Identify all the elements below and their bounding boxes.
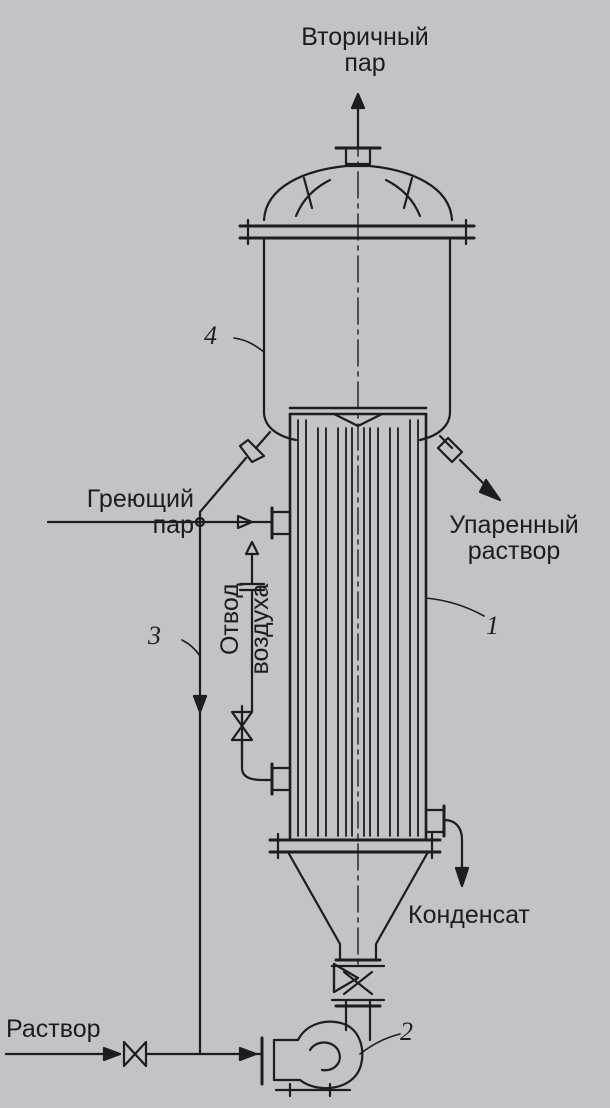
air-vent-label-line1: Отвод <box>215 583 244 656</box>
air-vent-line <box>232 542 290 794</box>
pump <box>262 1022 362 1096</box>
heating-steam-label: Греющий пар <box>86 485 194 540</box>
heating-tubes <box>298 420 418 836</box>
separator-left-connection <box>200 432 270 512</box>
condensate-outlet <box>426 806 468 886</box>
separator-vessel <box>264 238 450 440</box>
separator-flange <box>240 220 474 244</box>
bottom-valve <box>332 964 384 1040</box>
bottom-cone <box>288 852 428 960</box>
callout-3: 3 <box>148 621 161 650</box>
callout-2: 2 <box>400 1017 413 1046</box>
callout-4: 4 <box>204 321 217 350</box>
feed-line <box>6 1042 262 1066</box>
air-vent-label-line2: воздуха <box>245 583 274 675</box>
condensate-label: Конденсат <box>408 901 530 929</box>
separator-dome <box>264 166 452 220</box>
concentrated-solution-label: Упаренный раствор <box>449 511 579 566</box>
vapor-outlet <box>336 94 380 164</box>
circulation-pipe <box>194 512 206 1054</box>
vapor-outlet-label: Вторичный пар <box>301 23 429 78</box>
solution-label: Раствор <box>6 1015 101 1043</box>
callout-leaders <box>182 338 484 1054</box>
concentrated-outlet <box>438 436 500 500</box>
upper-tube-sheet <box>290 408 426 426</box>
callout-1: 1 <box>486 611 499 640</box>
lower-flange <box>270 834 440 858</box>
